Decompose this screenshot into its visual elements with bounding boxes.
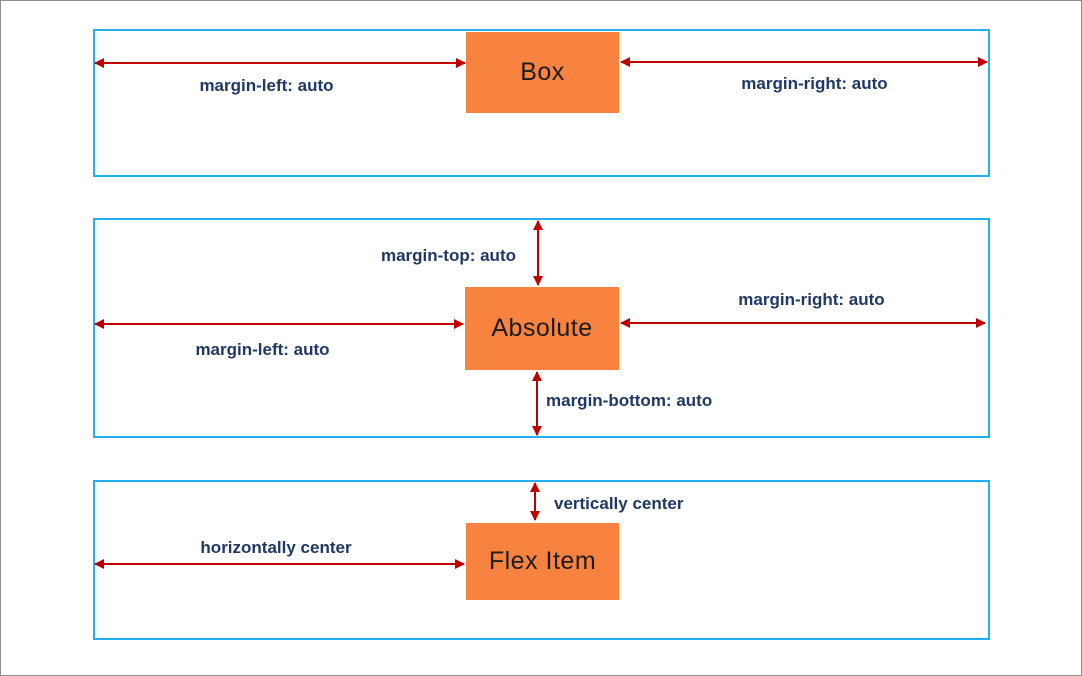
flex-item-element: Flex Item — [466, 523, 619, 600]
margin-top-arrow-absolute — [533, 220, 543, 286]
margin-left-label-absolute: margin-left: auto — [195, 340, 330, 359]
absolute-element-label: Absolute — [491, 314, 593, 342]
margin-top-label-absolute: margin-top: auto — [380, 246, 516, 265]
margin-left-label-static: margin-left: auto — [199, 76, 334, 95]
margin-right-arrow-absolute — [620, 318, 986, 328]
container-panel-static — [93, 29, 990, 177]
margin-right-label-static: margin-right: auto — [741, 74, 888, 93]
vertical-center-arrow-flex — [530, 482, 540, 521]
box-element-label: Box — [520, 58, 565, 86]
margin-bottom-label-absolute: margin-bottom: auto — [546, 391, 713, 410]
vertical-center-label-flex: vertically center — [554, 494, 684, 513]
horizontal-center-label-flex: horizontally center — [200, 538, 352, 557]
horizontal-center-arrow-flex — [94, 559, 465, 569]
margin-right-label-absolute: margin-right: auto — [738, 290, 885, 309]
margin-left-arrow-static — [94, 58, 466, 68]
box-element: Box — [466, 32, 619, 113]
flex-item-element-label: Flex Item — [488, 547, 597, 575]
margin-left-arrow-absolute — [94, 319, 464, 329]
margin-bottom-arrow-absolute — [532, 371, 542, 436]
absolute-element: Absolute — [465, 287, 619, 370]
margin-right-arrow-static — [620, 57, 988, 67]
